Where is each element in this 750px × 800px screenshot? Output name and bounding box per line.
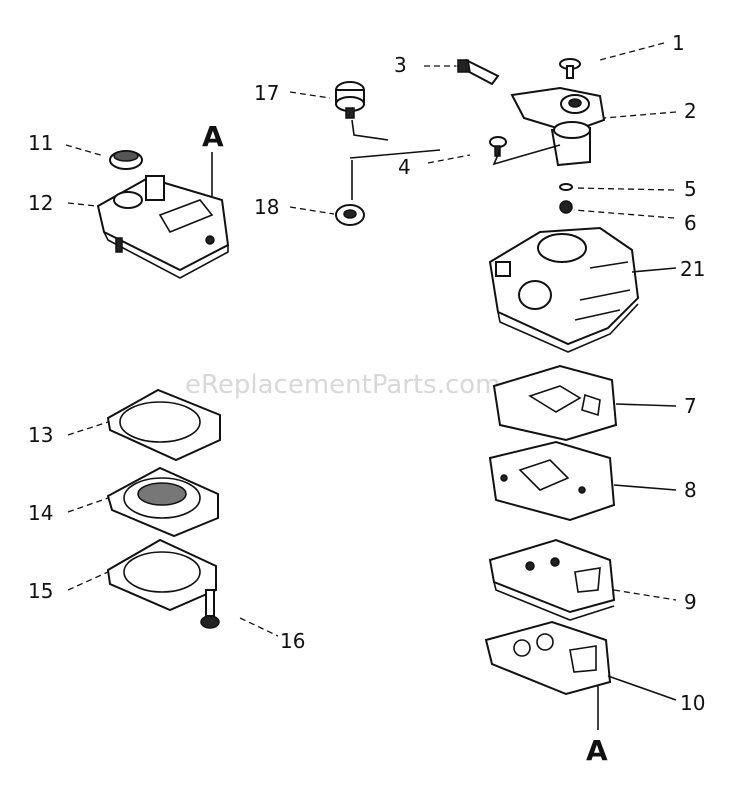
callout-8: 8 <box>684 478 697 502</box>
part-1-screw <box>559 58 581 79</box>
reference-a-top: A <box>202 120 224 153</box>
callout-15: 15 <box>28 579 53 603</box>
part-17-adjust-screw <box>335 81 365 119</box>
part-2-throttle-lever <box>510 86 606 167</box>
part-10-gasket <box>484 620 612 696</box>
callout-2: 2 <box>684 99 697 123</box>
part-9-plate <box>488 538 616 621</box>
callout-6: 6 <box>684 211 697 235</box>
callout-4: 4 <box>398 155 411 179</box>
reference-a-bottom: A <box>586 734 608 767</box>
callout-12: 12 <box>28 191 53 215</box>
callout-3: 3 <box>394 53 407 77</box>
callout-17: 17 <box>254 81 279 105</box>
callout-1: 1 <box>672 31 685 55</box>
callout-14: 14 <box>28 501 53 525</box>
callout-5: 5 <box>684 177 697 201</box>
part-8-diaphragm-plate <box>488 440 616 522</box>
callout-16: 16 <box>280 629 305 653</box>
part-6-ball <box>559 200 573 214</box>
part-11-cap <box>109 150 143 170</box>
part-14-diaphragm <box>106 466 219 538</box>
part-13-gasket <box>106 388 221 462</box>
callout-labels: 1 2 3 4 5 6 7 8 9 10 11 12 13 14 15 16 1… <box>28 31 705 767</box>
part-21-carburetor-body <box>488 226 640 353</box>
watermark: eReplacementParts.com <box>185 370 501 400</box>
callout-10: 10 <box>680 691 705 715</box>
part-3-bolt <box>456 58 500 86</box>
part-7-gasket <box>492 364 618 442</box>
callout-13: 13 <box>28 423 53 447</box>
part-15-gasket <box>106 538 217 612</box>
callout-7: 7 <box>684 394 697 418</box>
callout-9: 9 <box>684 590 697 614</box>
callout-18: 18 <box>254 195 279 219</box>
callout-21: 21 <box>680 257 705 281</box>
callout-11: 11 <box>28 131 53 155</box>
part-16-screw <box>200 589 220 629</box>
leader-lines <box>65 42 677 730</box>
part-5-spring <box>559 183 573 191</box>
part-18-nut <box>335 204 365 226</box>
part-12-pump-body <box>96 175 230 279</box>
